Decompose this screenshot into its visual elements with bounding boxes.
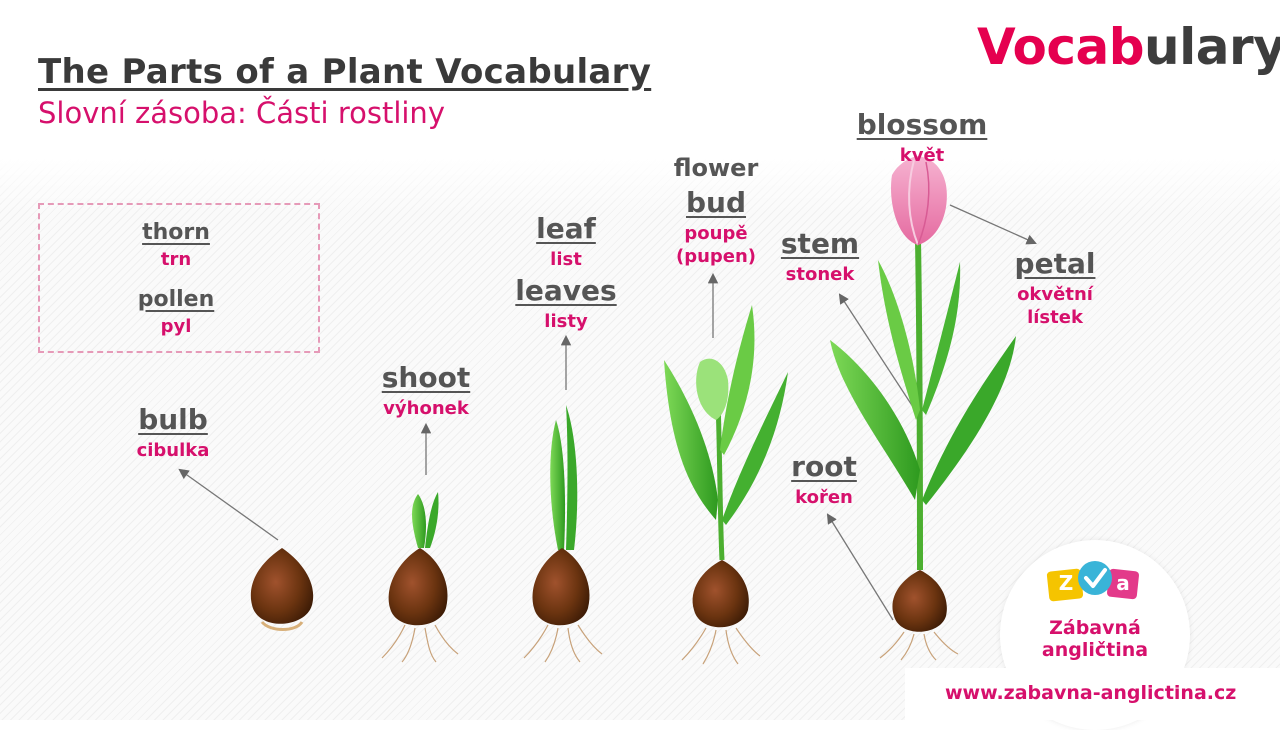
pollen-translation: pyl (160, 316, 192, 337)
bulb-label: bulb (138, 403, 208, 436)
leaves-translation: listy (544, 311, 588, 332)
thorn-label: thorn (142, 220, 210, 245)
blossom-translation: květ (899, 145, 945, 166)
pollen-label: pollen (137, 287, 215, 312)
website-link[interactable]: www.zabavna-anglictina.cz (945, 682, 1237, 704)
petal-label: petal (1014, 247, 1096, 280)
blossom-stage (830, 156, 1016, 661)
leaves-label: leaves (515, 274, 617, 307)
shoot-stage (381, 492, 459, 663)
brand-rest: ulary (1143, 18, 1280, 76)
leaves-stage (523, 405, 603, 663)
brand-heading: Vocabulary (977, 18, 1280, 76)
bud-stage (664, 305, 788, 665)
leaf-translation: list (550, 249, 582, 270)
root-label: root (791, 450, 857, 483)
logo-line1: Zábavná (1049, 617, 1141, 639)
blossom-label: blossom (856, 108, 988, 141)
bud-label: bud (685, 186, 747, 219)
footer-bar (905, 668, 1280, 720)
pointer-arrows (178, 204, 1037, 621)
bulb-stage (250, 548, 314, 631)
brand-accent: Vocab (977, 18, 1144, 76)
leaf-label: leaf (536, 212, 596, 245)
shoot-label: shoot (381, 361, 471, 394)
logo-letter-z: Z (1058, 571, 1074, 595)
stem-translation: stonek (785, 264, 855, 285)
petal-translation-line1: okvětní (1017, 284, 1093, 305)
root-translation: kořen (795, 487, 853, 508)
bud-translation: poupě (684, 223, 748, 244)
logo-text: Zábavná angličtina (1000, 617, 1190, 662)
petal-translation-line2: lístek (1027, 307, 1083, 328)
flower-bud-prefix: flower (673, 154, 759, 182)
stem-label: stem (780, 227, 860, 260)
shoot-translation: výhonek (383, 398, 469, 419)
bud-translation-alt: (pupen) (675, 246, 757, 267)
page-title: The Parts of a Plant Vocabulary (38, 52, 652, 92)
bulb-translation: cibulka (136, 440, 210, 461)
logo-letter-a: a (1116, 571, 1130, 595)
page-subtitle: Slovní zásoba: Části rostliny (38, 96, 445, 130)
logo-line2: angličtina (1041, 638, 1149, 661)
extra-vocab-box (38, 203, 320, 353)
thorn-translation: trn (160, 249, 192, 270)
